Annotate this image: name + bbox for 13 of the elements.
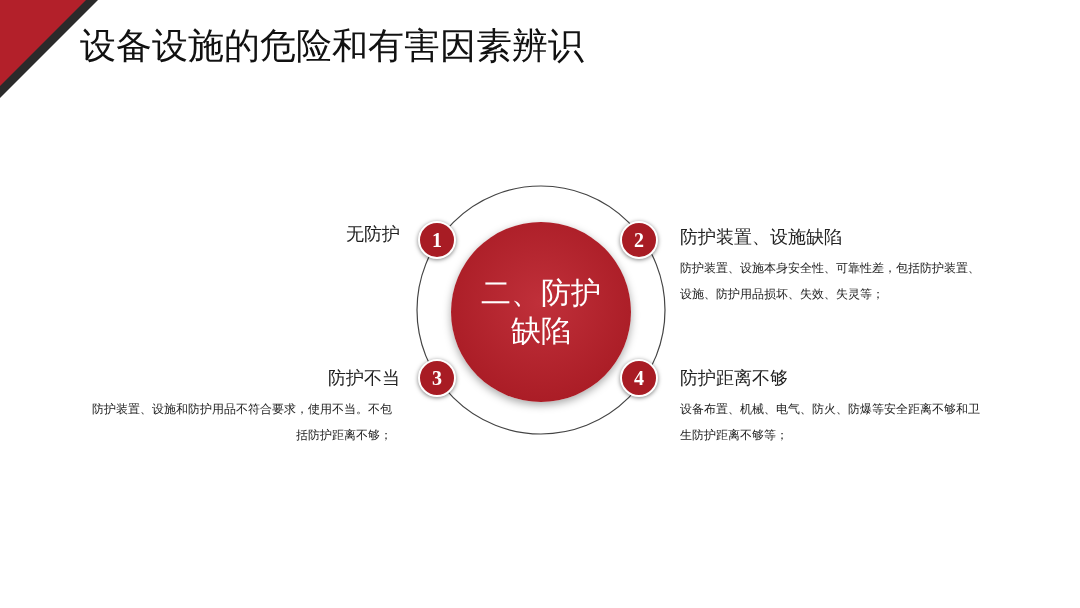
item-heading: 防护距离不够 (680, 366, 788, 390)
item-heading: 防护装置、设施缺陷 (680, 225, 842, 249)
item-heading: 防护不当 (328, 366, 400, 390)
number-badge: 3 (418, 359, 456, 397)
item-description: 防护装置、设施本身安全性、可靠性差，包括防护装置、设施、防护用品损坏、失效、失灵等； (680, 259, 981, 303)
number-badge: 2 (620, 221, 658, 259)
slide-title: 设备设施的危险和有害因素辨识 (80, 24, 584, 68)
number-badge: 1 (418, 221, 456, 259)
item-description: 设备布置、机械、电气、防火、防爆等安全距离不够和卫生防护距离不够等； (680, 400, 981, 444)
number-badge: 4 (620, 359, 658, 397)
item-heading: 无防护 (346, 222, 400, 246)
center-circle: 二、防护缺陷 (451, 222, 631, 402)
item-description: 防护装置、设施和防护用品不符合要求，使用不当。不包括防护距离不够； (91, 400, 392, 444)
